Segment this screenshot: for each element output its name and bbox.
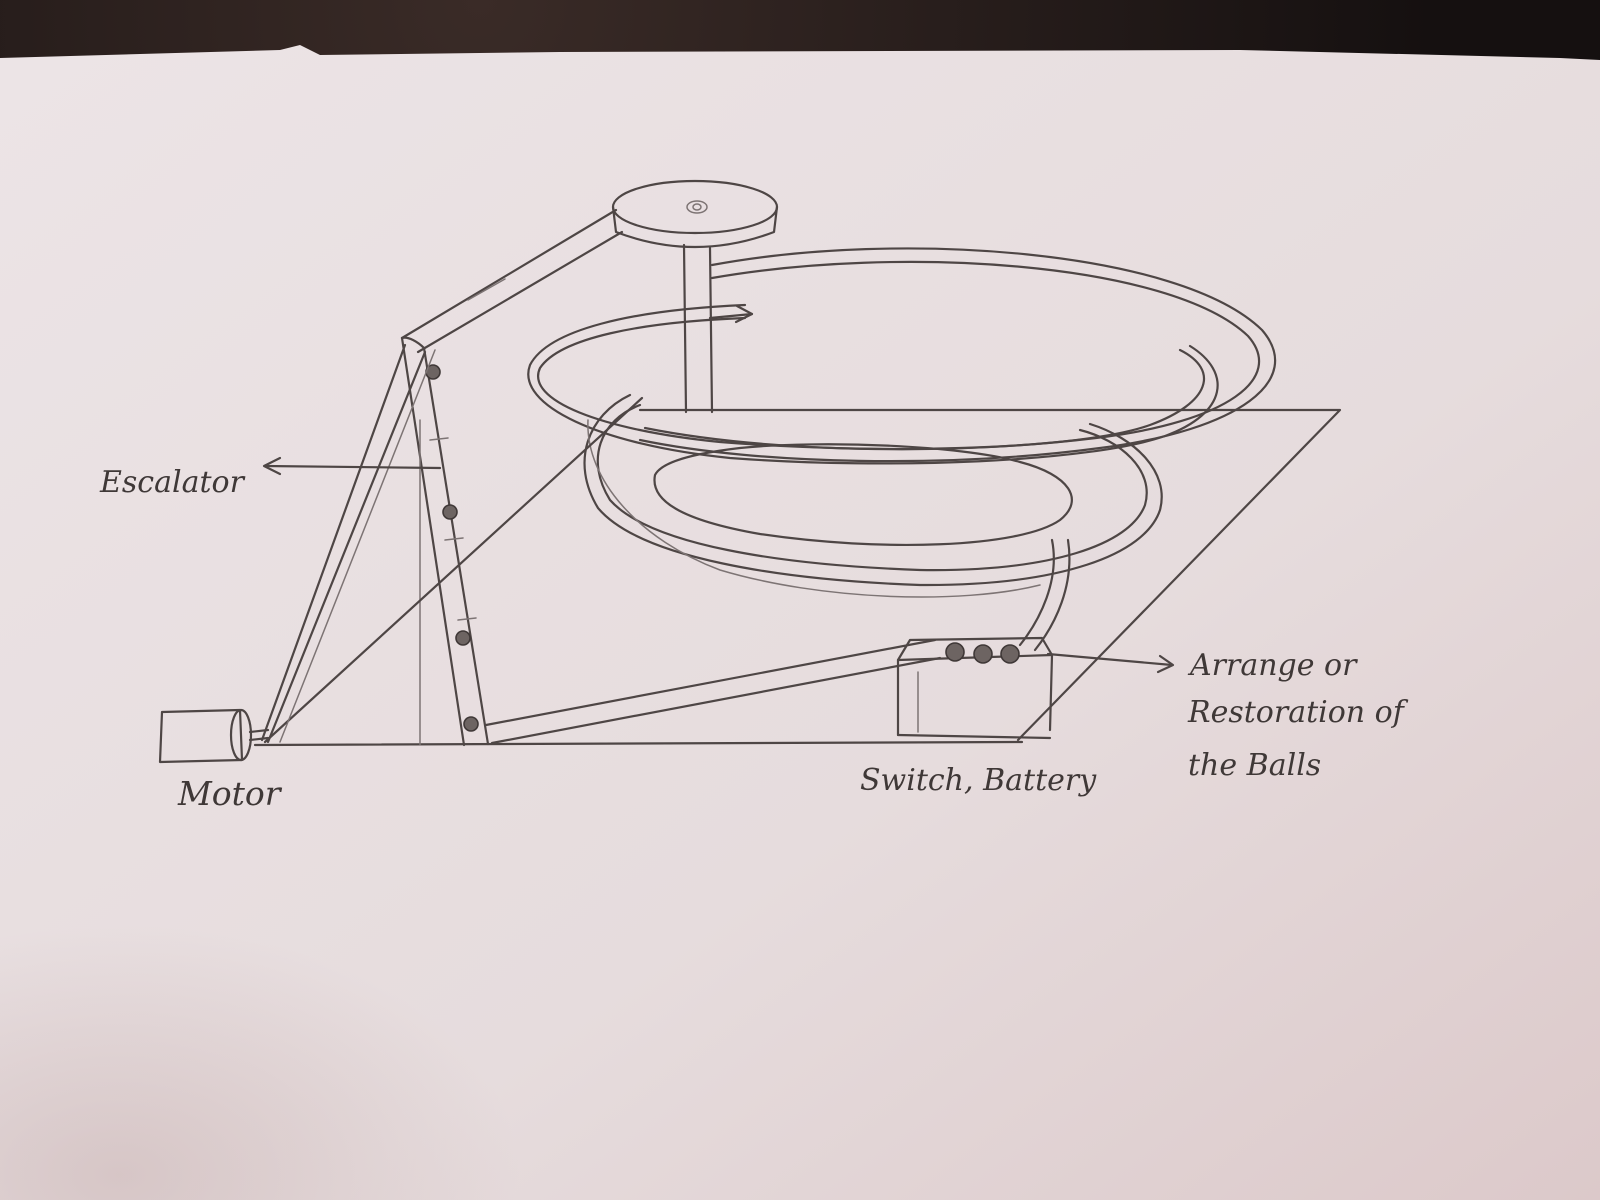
- paper-shadow: [0, 700, 800, 1200]
- escalator-ball-2: [443, 505, 457, 519]
- escalator-label: Escalator: [99, 465, 246, 500]
- collector-ball-1: [946, 643, 964, 661]
- switch-battery-label: Switch, Battery: [860, 763, 1097, 798]
- arrange-label-line3: the Balls: [1188, 748, 1321, 783]
- arrange-label-line1: Arrange or: [1187, 648, 1358, 683]
- collector-ball-2: [974, 645, 992, 663]
- escalator-ball-3: [456, 631, 470, 645]
- collector-ball-3: [1001, 645, 1019, 663]
- escalator-ball-4: [464, 717, 478, 731]
- motor-label: Motor: [177, 774, 283, 813]
- arrange-label-line2: Restoration of: [1187, 695, 1409, 730]
